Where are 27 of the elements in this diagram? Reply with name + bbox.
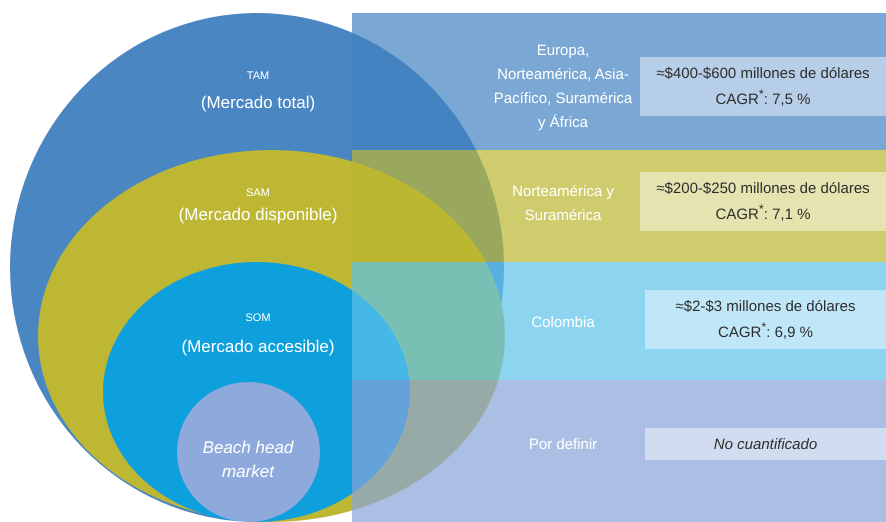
tier-label: TAM <box>246 69 270 84</box>
segment-circle <box>177 382 320 522</box>
growth-rate: CAGR$^{*}$: 6,9 % <box>718 319 813 343</box>
value-box <box>645 428 886 460</box>
growth-rate: CAGR$^{*}$: 7,5 % <box>716 86 810 110</box>
tier-label: SAM <box>246 186 270 201</box>
market-size: ≈$2-$3 millones de dólares <box>676 297 856 317</box>
segment-name: Beach head market <box>202 437 295 483</box>
region-text: Norteamérica y Suramérica <box>511 182 615 226</box>
tier-name: (Mercado disponible) <box>178 204 338 226</box>
value-box <box>640 172 886 231</box>
region-band <box>352 13 886 150</box>
market-size: ≈$400-$600 millones de dólares <box>656 64 870 84</box>
tier-label: SOM <box>245 311 271 326</box>
value-box <box>645 290 886 349</box>
region-text: Europa, Norteamérica, Asia-Pacífico, Suramérica y África <box>492 41 634 133</box>
tier-name: (Mercado accesible) <box>181 336 335 358</box>
region-text: Colombia <box>530 313 596 333</box>
tier-name: (Mercado total) <box>200 92 316 114</box>
region-band <box>352 150 886 262</box>
region-text: Por definir <box>528 435 598 455</box>
region-band <box>352 380 886 522</box>
region-band <box>352 262 886 380</box>
market-size: No cuantificado <box>714 434 818 454</box>
growth-rate: CAGR$^{*}$: 7,1 % <box>716 201 810 225</box>
market-size: ≈$200-$250 millones de dólares <box>656 179 870 199</box>
value-box <box>640 57 886 116</box>
